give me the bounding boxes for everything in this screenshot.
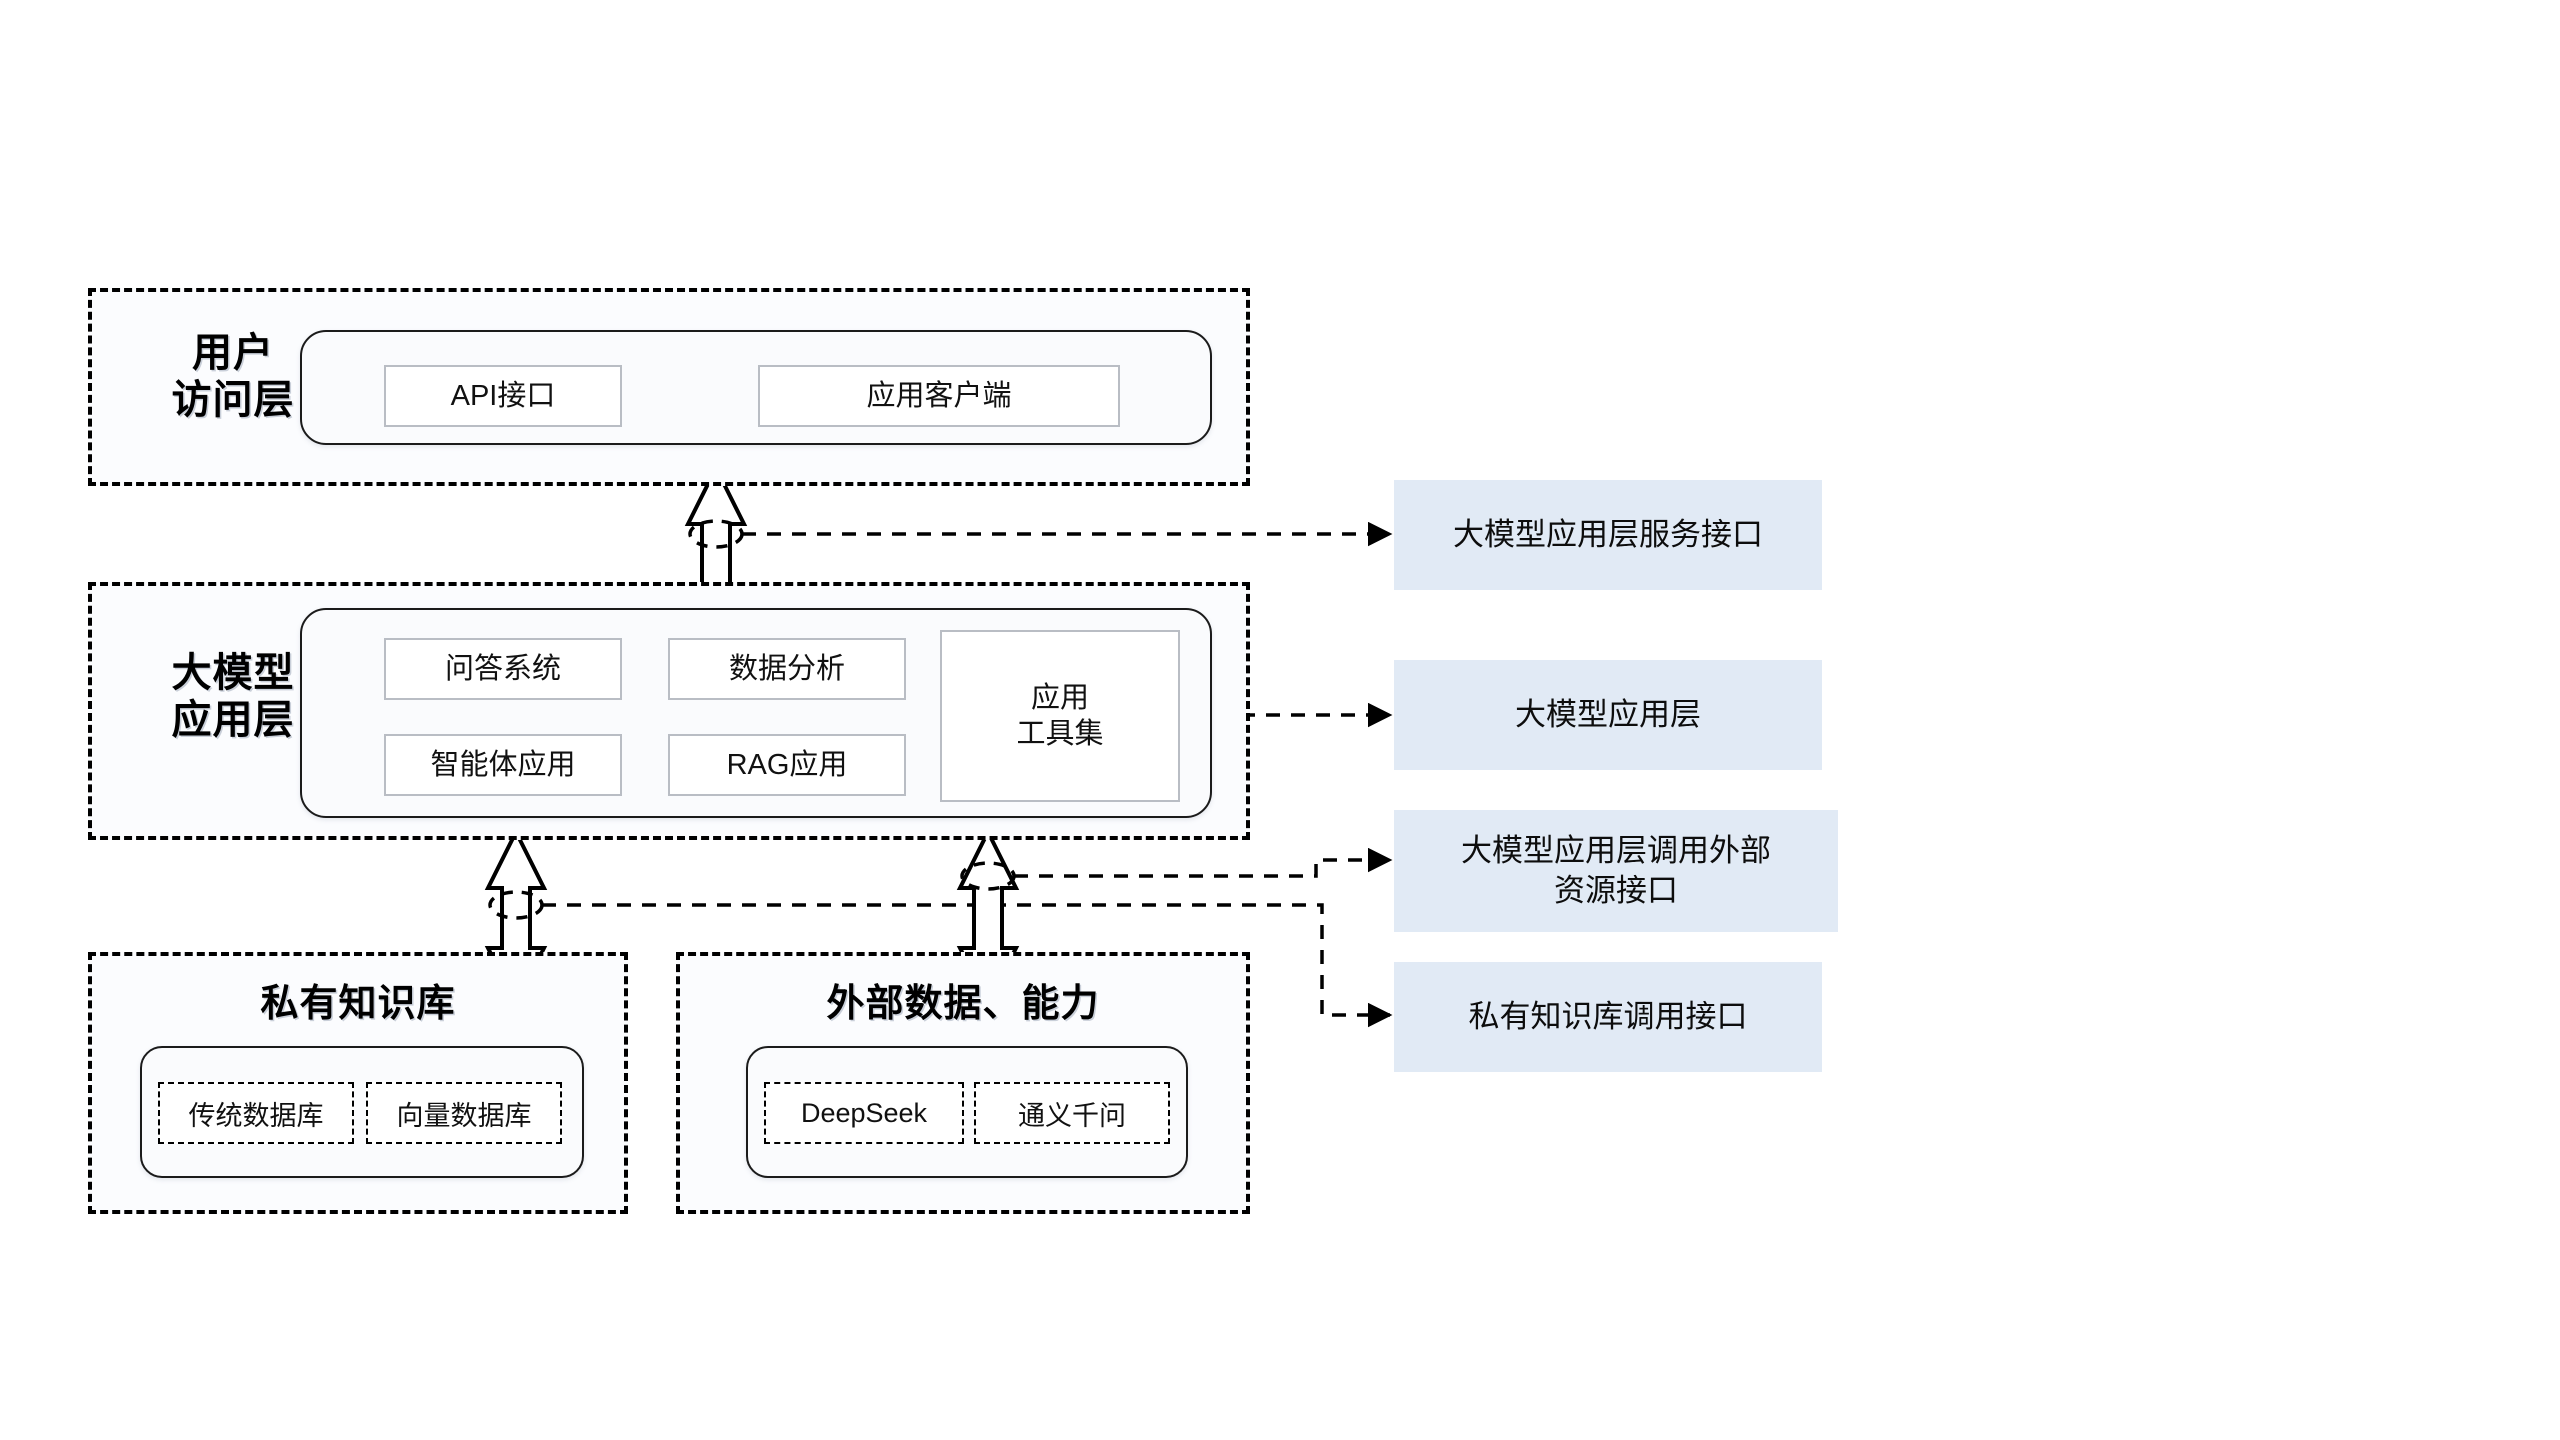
cell-vector-database[interactable]: 向量数据库 <box>366 1082 562 1144</box>
callout-app-layer[interactable]: 大模型应用层 <box>1394 660 1822 770</box>
cell-data-analysis[interactable]: 数据分析 <box>668 638 906 700</box>
cell-agent-application[interactable]: 智能体应用 <box>384 734 622 796</box>
layer-label-private-knowledge-base: 私有知识库 <box>260 983 456 1025</box>
cell-traditional-database[interactable]: 传统数据库 <box>158 1082 354 1144</box>
cell-deepseek[interactable]: DeepSeek <box>764 1082 964 1144</box>
connector-node-3 <box>488 890 544 920</box>
leader-line-external-resource-interface <box>1014 847 1393 878</box>
layer-label-user-access-layer: 用户 访问层 <box>171 331 295 423</box>
callout-private-kb-interface[interactable]: 私有知识库调用接口 <box>1394 962 1822 1072</box>
layer-label-llm-application-layer: 大模型 应用层 <box>171 651 295 743</box>
cell-tongyi-qianwen[interactable]: 通义千问 <box>974 1082 1170 1144</box>
callout-external-resource-interface[interactable]: 大模型应用层调用外部 资源接口 <box>1394 810 1838 932</box>
callout-app-service-interface[interactable]: 大模型应用层服务接口 <box>1394 480 1822 590</box>
cell-qa-system[interactable]: 问答系统 <box>384 638 622 700</box>
layer-label-external-data-capability: 外部数据、能力 <box>826 983 1100 1025</box>
connector-node-1 <box>688 519 744 549</box>
cell-api-interface[interactable]: API接口 <box>384 365 622 427</box>
cell-app-toolset[interactable]: 应用 工具集 <box>940 630 1180 802</box>
connector-node-2 <box>960 861 1016 891</box>
cell-rag-application[interactable]: RAG应用 <box>668 734 906 796</box>
cell-app-client[interactable]: 应用客户端 <box>758 365 1120 427</box>
